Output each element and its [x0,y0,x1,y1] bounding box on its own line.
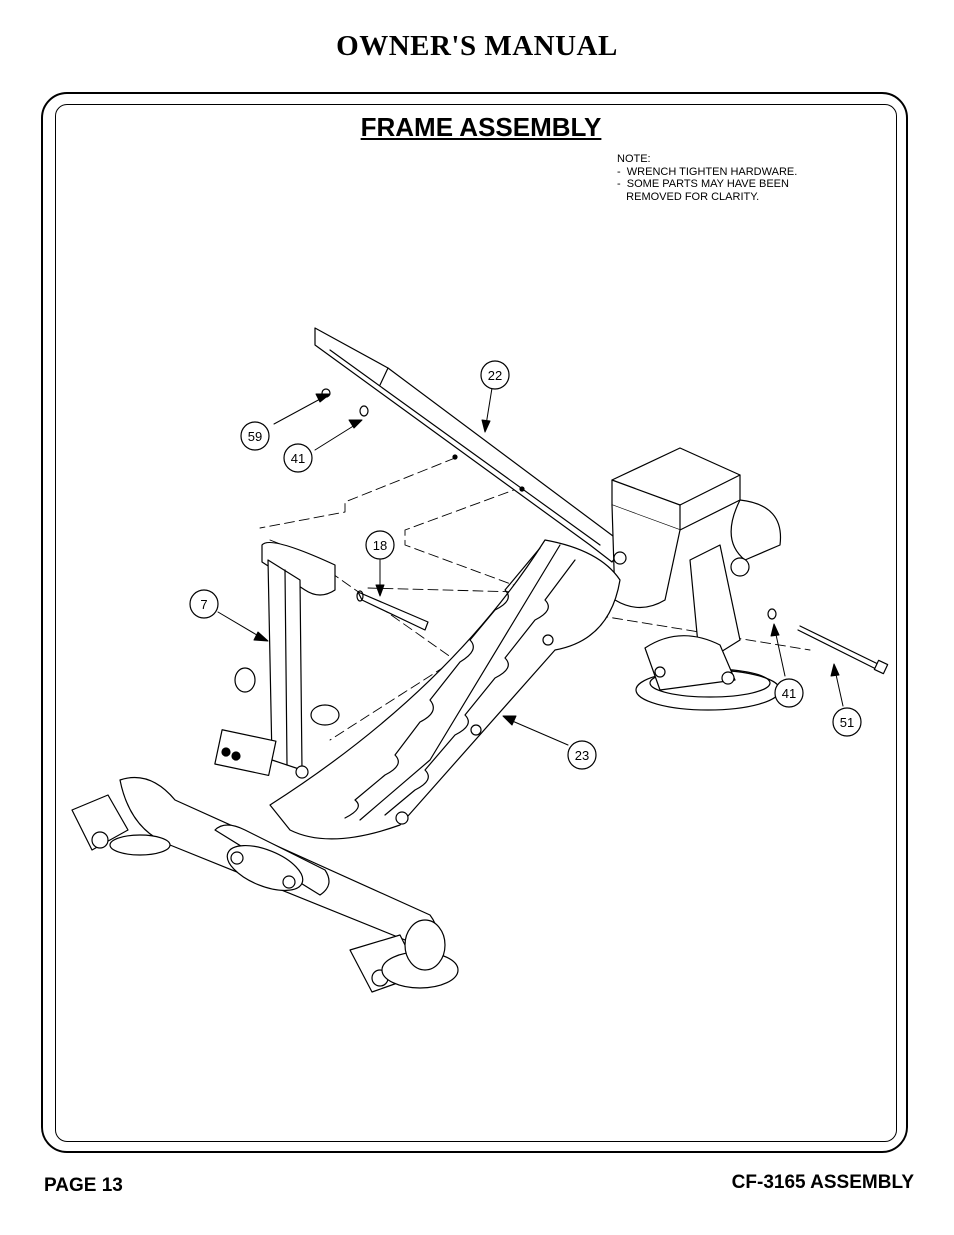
callout-balloon [480,360,510,390]
bolt-part-51 [797,625,889,675]
page-number: PAGE 13 [44,1175,123,1196]
washer-part-41 [359,405,369,417]
callout-balloon [365,530,395,560]
model-assembly-label: CF-3165 ASSEMBLY [731,1172,914,1193]
callout-label: 7 [200,597,207,612]
note-heading: NOTE: [617,153,651,165]
callout-balloon [240,421,270,451]
callout-label: 41 [782,686,796,701]
note-line: - WRENCH TIGHTEN HARDWARE. [617,165,798,178]
callout-label: 41 [291,451,305,466]
upright-part-22 [314,327,626,563]
callout-balloon [774,678,804,708]
callout-label: 23 [575,748,589,763]
callout-label: 51 [840,715,854,730]
callout-balloon [567,740,597,770]
front-leg-part-7 [214,541,340,779]
callout-balloon [283,443,313,473]
main-frame-part-23 [269,539,627,840]
washer-part-41 [767,608,777,620]
assembly-note: NOTE: - WRENCH TIGHTEN HARDWARE. - SOME … [617,153,797,203]
callout-balloon [832,707,862,737]
callout-label: 22 [488,368,502,383]
note-line: REMOVED FOR CLARITY. [617,190,760,203]
page-border-inner [55,104,897,1142]
manual-title: OWNER'S MANUAL [336,30,618,62]
callout-label: 18 [373,538,387,553]
leader-arrows [217,387,844,746]
pin-part-18 [356,590,429,631]
callout-balloon [189,589,219,619]
callout-label: 59 [248,429,262,444]
rear-support-column [611,447,782,711]
callout-balloons: 22 59 41 18 7 23 41 51 [189,360,862,770]
section-title: FRAME ASSEMBLY [360,112,602,142]
page-border-outer [41,92,908,1153]
note-line: - SOME PARTS MAY HAVE BEEN [617,178,789,190]
base-stabilizer [71,776,459,993]
